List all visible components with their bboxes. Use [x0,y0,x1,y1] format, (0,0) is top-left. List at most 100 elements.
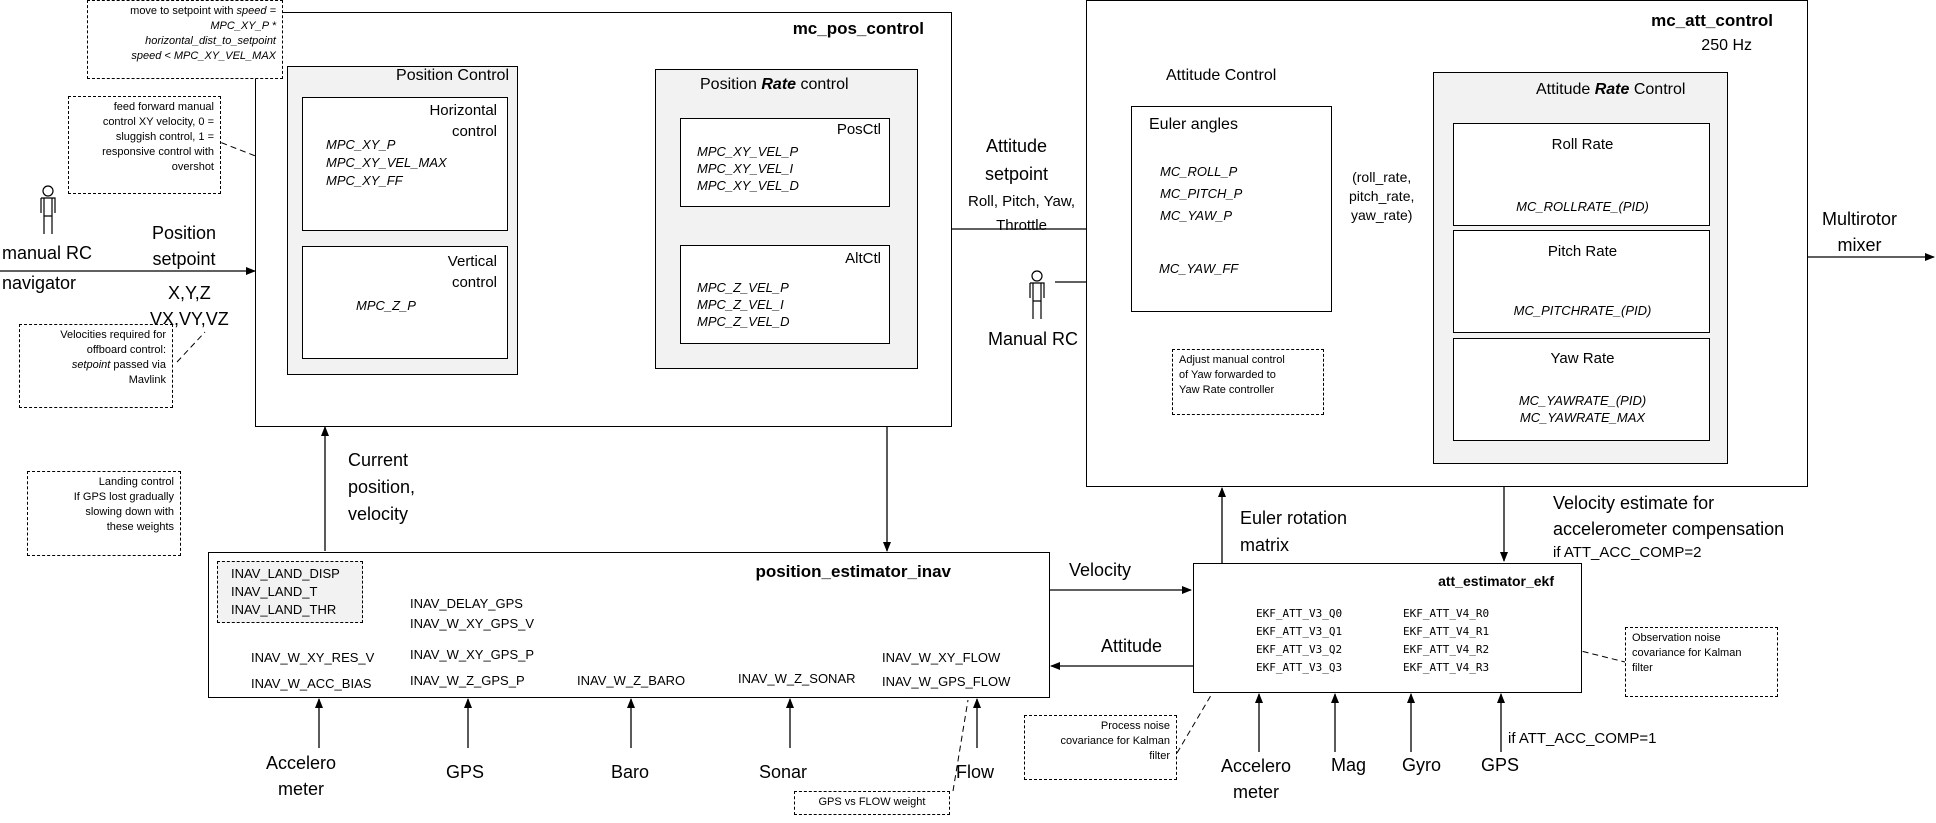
yaw-rate-title: Yaw Rate [1550,350,1615,367]
landing-params-block: INAV_LAND_DISP INAV_LAND_T INAV_LAND_THR [217,561,363,623]
note-line: overshot [171,161,214,173]
attitude-rate-control-title: Attitude Rate Control [1536,81,1686,98]
altctl-params: MPC_Z_VEL_P MPC_Z_VEL_I MPC_Z_VEL_D [697,280,790,329]
note-line: MPC_XY_P * [210,20,276,32]
label-manual-rc-2: Manual RC [988,329,1079,349]
vertical-control-block: Vertical control MPC_Z_P [302,246,508,359]
sensor-gps-inav: GPS [446,762,485,782]
altctl-block: AltCtl MPC_Z_VEL_P MPC_Z_VEL_I MPC_Z_VEL… [680,245,890,344]
note-line: Landing control [98,476,174,488]
estimator-param-sonar: INAV_W_Z_SONAR [738,671,856,686]
label-mixer: Multirotor mixer [1822,209,1898,255]
label-attitude: Attitude [1101,636,1163,656]
posctl-block: PosCtl MPC_XY_VEL_P MPC_XY_VEL_I MPC_XY_… [680,118,890,207]
label-acc-comp-2: if ATT_ACC_COMP=2 [1553,544,1702,561]
roll-rate-title: Roll Rate [1551,136,1614,153]
roll-rate-block: Roll Rate MC_ROLLRATE_(PID) [1453,123,1710,226]
note-line: GPS vs FLOW weight [818,796,926,808]
note-line: Mavlink [128,374,166,386]
label-rpyt: Roll, Pitch, Yaw, Throttle [968,193,1075,234]
note-gps-flow: GPS vs FLOW weight [794,791,950,815]
label-position-setpoint: Position setpoint [152,223,217,269]
ekf-q-params: EKF_ATT_V3_Q0 EKF_ATT_V3_Q1 EKF_ATT_V3_Q… [1256,607,1343,674]
estimator-params-b: INAV_DELAY_GPS INAV_W_XY_GPS_V [410,596,535,631]
note-yaw-ff: Adjust manual control of Yaw forwarded to… [1172,349,1324,415]
label-acc-comp-1: if ATT_ACC_COMP=1 [1508,730,1657,747]
sensor-accelerometer-inav: Accelero meter [266,753,337,799]
att-estimator-block: att_estimator_ekf EKF_ATT_V3_Q0 EKF_ATT_… [1193,563,1582,693]
note-line: slowing down with [85,506,174,518]
estimator-param-baro: INAV_W_Z_BARO [577,673,686,688]
note-line: speed < MPC_XY_VEL_MAX [131,50,276,62]
posctl-title: PosCtl [836,121,881,138]
euler-angles-title: Euler angles [1149,116,1238,133]
horizontal-control-title: Horizontal control [429,102,497,140]
note-line: setpoint passed via [71,359,166,371]
person-icon-left [40,185,56,234]
note-line: responsive control with [102,146,214,158]
ekf-r-params: EKF_ATT_V4_R0 EKF_ATT_V4_R1 EKF_ATT_V4_R… [1403,607,1490,674]
note-feed-forward: feed forward manual control XY velocity, … [68,96,221,194]
position-rate-control-title: Position Rate control [700,76,849,93]
note-line: offboard control: [86,344,166,356]
leader-gps-flow [952,699,969,792]
label-attitude-setpoint: Attitude setpoint [985,136,1049,184]
pitch-rate-block: Pitch Rate MC_PITCHRATE_(PID) [1453,230,1710,333]
yaw-rate-params: MC_YAWRATE_(PID) MC_YAWRATE_MAX [1518,393,1647,425]
note-move-setpoint: move to setpoint with speed =MPC_XY_P *h… [87,0,283,79]
sensor-mag-ekf: Mag [1331,755,1367,775]
estimator-params-c: INAV_W_XY_GPS_P INAV_W_Z_GPS_P [410,647,535,688]
note-line: sluggish control, 1 = [115,131,214,143]
horizontal-control-block: Horizontal control MPC_XY_P MPC_XY_VEL_M… [302,97,508,231]
note-landing: Landing control If GPS lost gradually slow… [27,471,181,556]
note-obs-noise: Observation noise covariance for Kalman fi… [1625,627,1778,697]
note-line: If GPS lost gradually [73,491,174,503]
label-manual-rc: manual RC [2,243,93,263]
note-line: feed forward manual [113,101,214,113]
position-estimator-title: position_estimator_inav [755,562,951,581]
mc-att-control-title: mc_att_control [1651,11,1773,30]
euler-angles-params: MC_ROLL_P MC_PITCH_P MC_YAW_P [1160,164,1243,223]
leader-process-noise [1176,640,1244,754]
roll-rate-params: MC_ROLLRATE_(PID) [1516,199,1649,214]
note-line: covariance for Kalman [1060,735,1170,747]
mc-att-control-rate: 250 Hz [1701,37,1752,54]
note-line: Velocities required for [60,329,166,341]
note-line: Yaw Rate controller [1179,384,1275,396]
label-velocity-estimate: Velocity estimate for accelerometer comp… [1553,493,1785,539]
note-line: control XY velocity, 0 = [102,116,214,128]
pitch-rate-title: Pitch Rate [1547,243,1618,260]
landing-params: INAV_LAND_DISP INAV_LAND_T INAV_LAND_THR [231,566,340,617]
sensor-baro-inav: Baro [611,762,650,782]
sensor-flow-inav: Flow [956,762,995,782]
note-line: filter [1632,662,1653,674]
leader-offboard [176,331,206,363]
horizontal-control-params: MPC_XY_P MPC_XY_VEL_MAX MPC_XY_FF [326,137,447,188]
note-line: Observation noise [1632,632,1721,644]
yaw-rate-block: Yaw Rate MC_YAWRATE_(PID) MC_YAWRATE_MAX [1453,338,1710,441]
note-line: covariance for Kalman [1632,647,1742,659]
att-estimator-title: att_estimator_ekf [1438,573,1554,589]
note-offboard: Velocities required for offboard control:… [19,324,173,408]
pitch-rate-params: MC_PITCHRATE_(PID) [1513,303,1652,318]
sensor-gps-ekf: GPS [1481,755,1520,775]
sensor-accelerometer-ekf: Accelero meter [1221,756,1292,802]
label-velocity: Velocity [1069,560,1132,580]
label-current-position: Current position, velocity [348,450,416,524]
note-line: horizontal_dist_to_setpoint [145,35,276,47]
vertical-control-params: MPC_Z_P [356,298,416,313]
note-line: filter [1149,750,1170,762]
attitude-control-title: Attitude Control [1166,67,1277,84]
label-euler-rotation: Euler rotation matrix [1240,508,1348,555]
label-rates: (roll_rate, pitch_rate, yaw_rate) [1349,169,1415,223]
vertical-control-title: Vertical control [447,253,497,291]
sensor-gyro-ekf: Gyro [1402,755,1442,775]
person-icon-manual-rc [1029,270,1045,319]
estimator-params-flow: INAV_W_XY_FLOW INAV_W_GPS_FLOW [882,650,1011,689]
note-line: of Yaw forwarded to [1179,369,1276,381]
note-line: Adjust manual control [1179,354,1285,366]
posctl-params: MPC_XY_VEL_P MPC_XY_VEL_I MPC_XY_VEL_D [697,144,799,193]
note-line: these weights [106,521,174,533]
altctl-title: AltCtl [845,250,881,267]
